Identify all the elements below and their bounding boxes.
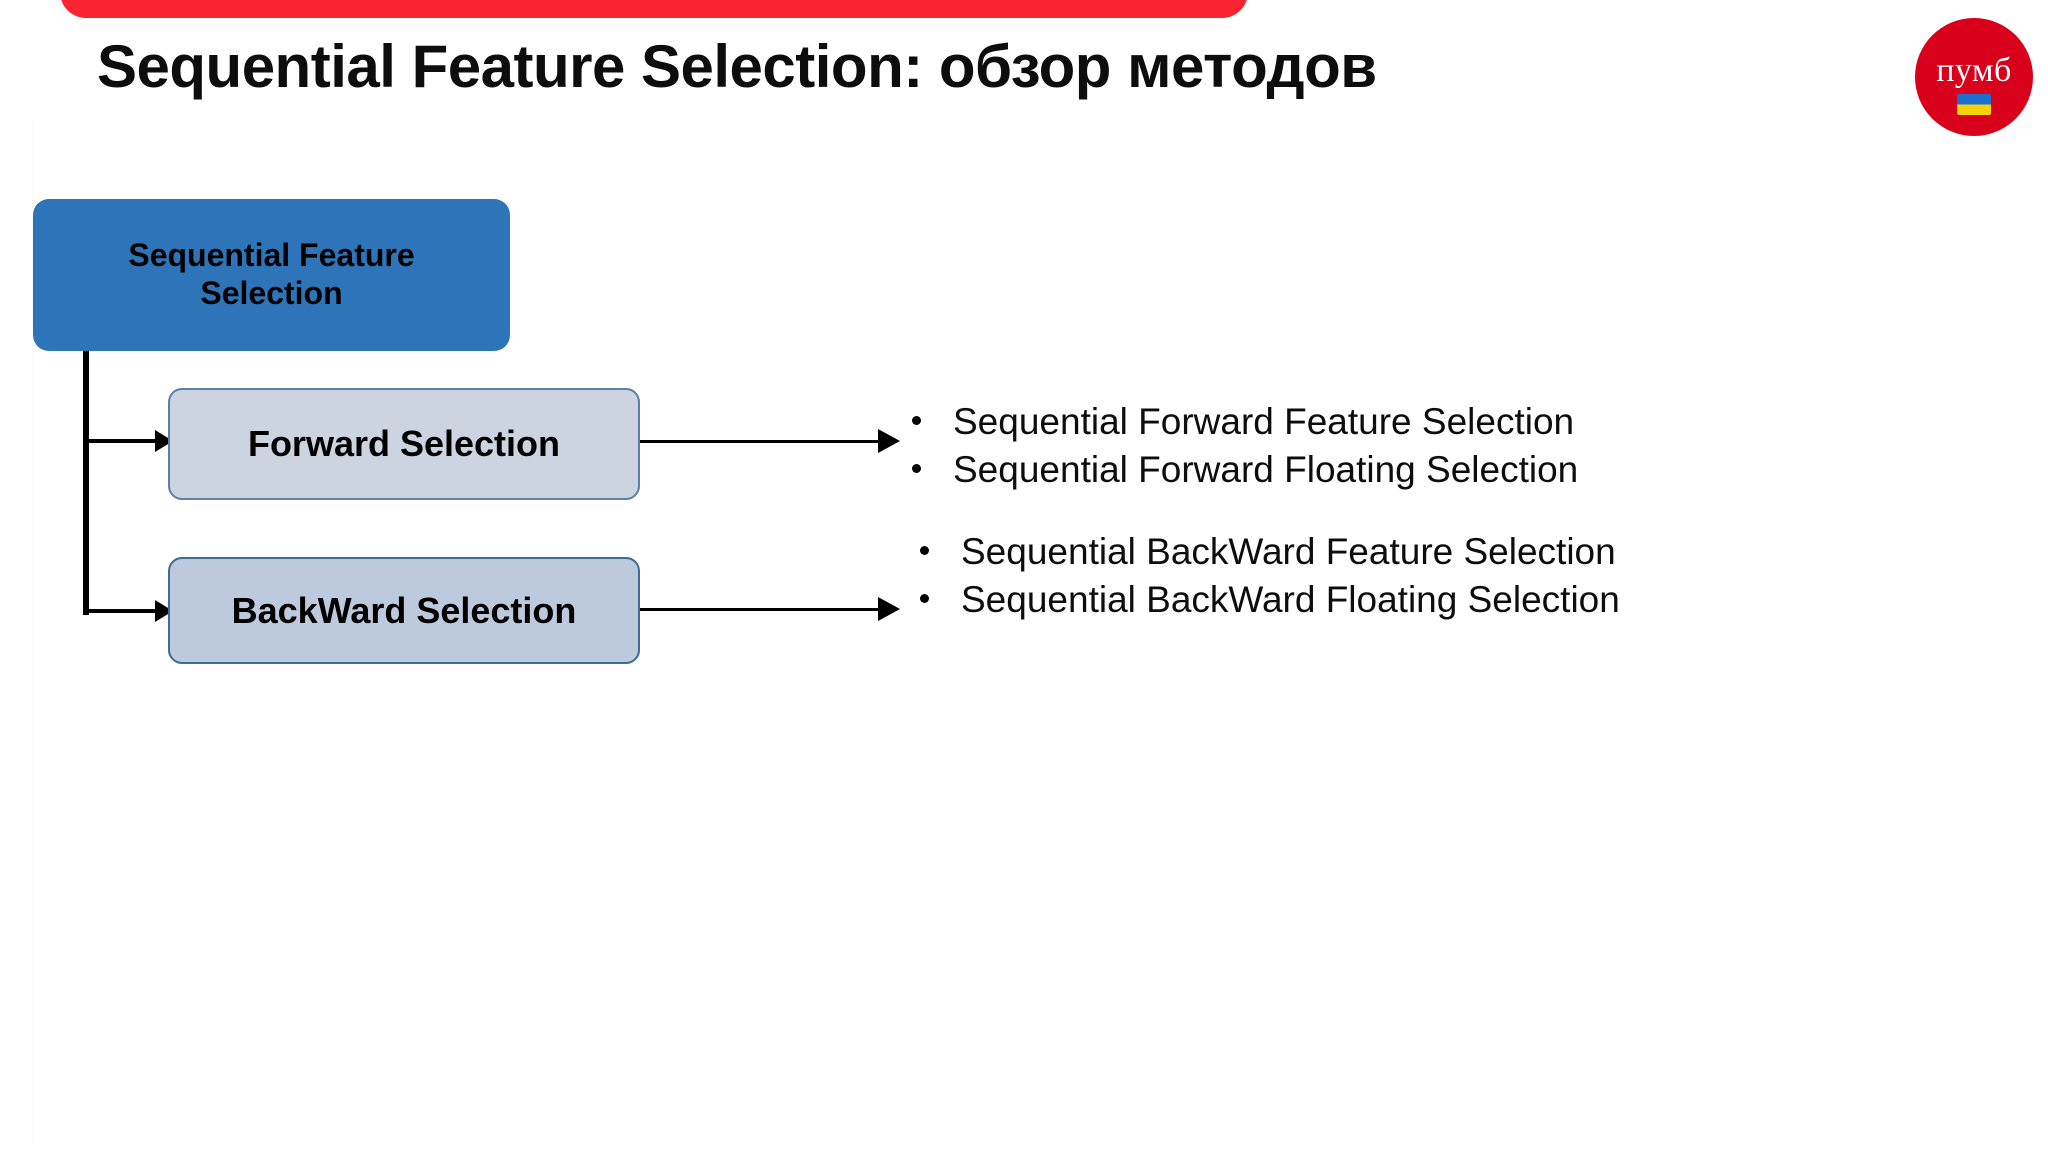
connector-branch-forward bbox=[83, 439, 161, 443]
bullet-dot-icon bbox=[912, 416, 921, 425]
ukraine-flag-icon bbox=[1957, 93, 1991, 115]
forward-methods-list: Sequential Forward Feature Selection Seq… bbox=[912, 403, 1578, 499]
logo-text: пумб bbox=[1936, 51, 2012, 89]
backward-methods-list: Sequential BackWard Feature Selection Se… bbox=[920, 533, 1620, 629]
list-item-label: Sequential BackWard Floating Selection bbox=[961, 579, 1620, 620]
connector-forward-to-methods bbox=[637, 440, 882, 443]
accent-bar bbox=[60, 0, 1248, 18]
node-forward-selection: Forward Selection bbox=[168, 388, 640, 500]
list-item-label: Sequential BackWard Feature Selection bbox=[961, 531, 1616, 572]
bullet-dot-icon bbox=[920, 594, 929, 603]
list-item-label: Sequential Forward Feature Selection bbox=[953, 401, 1575, 442]
node-sequential-feature-selection: Sequential Feature Selection bbox=[33, 199, 510, 351]
arrowhead-forward-methods-icon bbox=[878, 429, 900, 453]
list-item: Sequential Forward Floating Selection bbox=[912, 451, 1578, 488]
connector-backward-to-methods bbox=[637, 608, 882, 611]
node-backward-selection: BackWard Selection bbox=[168, 557, 640, 664]
bullet-dot-icon bbox=[920, 546, 929, 555]
pumb-logo: пумб bbox=[1915, 18, 2033, 136]
list-item: Sequential Forward Feature Selection bbox=[912, 403, 1578, 440]
list-item-label: Sequential Forward Floating Selection bbox=[953, 449, 1579, 490]
connector-branch-backward bbox=[83, 609, 161, 613]
arrowhead-backward-methods-icon bbox=[878, 597, 900, 621]
list-item: Sequential BackWard Floating Selection bbox=[920, 581, 1620, 618]
page-title: Sequential Feature Selection: обзор мето… bbox=[97, 33, 1377, 100]
bullet-dot-icon bbox=[912, 464, 921, 473]
list-item: Sequential BackWard Feature Selection bbox=[920, 533, 1620, 570]
